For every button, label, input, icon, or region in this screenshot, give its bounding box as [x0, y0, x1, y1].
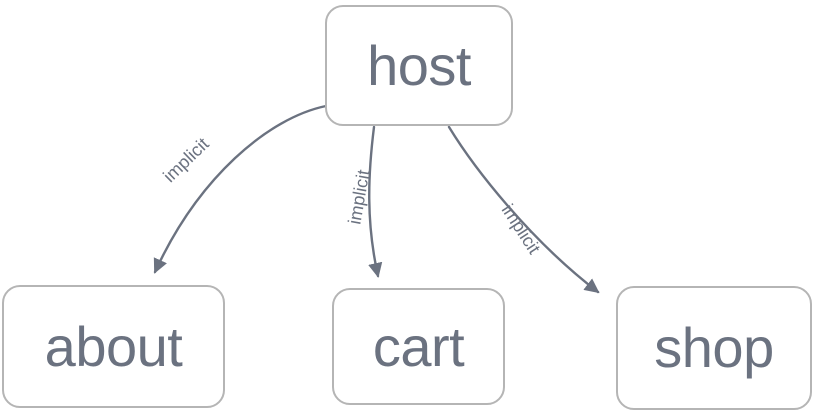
- edge-host-shop: [447, 125, 600, 294]
- node-host[interactable]: host: [325, 5, 513, 126]
- edge-host-cart: [368, 125, 383, 278]
- node-cart-label: cart: [372, 314, 465, 378]
- edge-host-about: [153, 104, 328, 274]
- node-shop[interactable]: shop: [616, 286, 812, 410]
- edge-label-host-about: implicit: [159, 133, 213, 187]
- node-host-label: host: [367, 33, 471, 97]
- node-shop-label: shop: [654, 316, 774, 379]
- node-cart[interactable]: cart: [332, 288, 505, 405]
- node-about[interactable]: about: [2, 285, 225, 408]
- edge-label-host-shop: implicit: [497, 200, 545, 258]
- edge-label-host-cart: implicit: [344, 168, 374, 226]
- node-about-label: about: [44, 314, 183, 378]
